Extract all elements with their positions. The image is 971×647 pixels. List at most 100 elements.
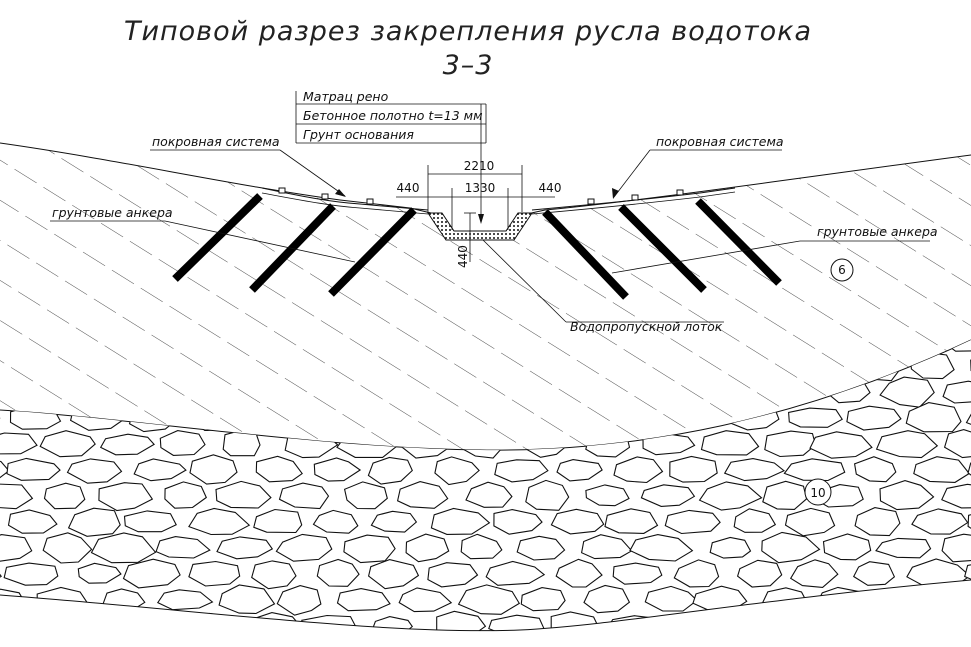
rock-stone (251, 560, 297, 590)
rock-stone (965, 613, 971, 631)
rock-stone (372, 616, 414, 631)
rock-stone (784, 507, 836, 537)
rock-stone (520, 587, 566, 612)
rock-stone (255, 455, 303, 483)
rock-stone (516, 535, 566, 561)
rock-stone (0, 610, 5, 631)
rock-stone (709, 536, 752, 559)
dim-depth: 440 (456, 245, 470, 268)
label-anchors-right: грунтовые анкера (817, 224, 938, 239)
rock-stone (913, 456, 971, 483)
rock-stone (436, 610, 487, 631)
rock-stone (434, 456, 480, 486)
callout-anchors-left: грунтовые анкера (50, 205, 356, 263)
rock-stone (430, 507, 491, 535)
rock-stone (278, 482, 330, 510)
rock-stone (822, 533, 872, 561)
rock-stone (189, 454, 238, 485)
rock-stone (275, 533, 333, 562)
cover-system-right (531, 187, 736, 211)
label-concrete-cloth: Бетонное полотно t=13 мм (303, 108, 483, 123)
rock-stone (733, 508, 777, 533)
rock-stone (494, 459, 549, 483)
rock-stone (312, 509, 359, 534)
mattress-ties (278, 187, 684, 205)
rock-stone (66, 458, 123, 484)
rock-stone (251, 612, 303, 631)
rock-stone (941, 483, 971, 509)
rock-stone (789, 559, 839, 588)
rock-stone (90, 532, 157, 564)
rock-stone (664, 509, 721, 535)
rock-stone (550, 508, 605, 535)
section-mark: 3–3 (443, 50, 494, 81)
label-mattress: Матрац рено (303, 89, 389, 104)
rock-stone (583, 584, 631, 614)
rock-stone (525, 479, 570, 511)
rock-stone (726, 611, 777, 631)
rock-stone (6, 457, 61, 481)
cover-system-left (261, 187, 429, 211)
ground-anchors-left (172, 193, 417, 297)
callout-rock-layer: 10 (804, 478, 832, 506)
rock-stone (396, 481, 449, 509)
rock-stone (642, 433, 696, 456)
rock-stone (967, 453, 971, 483)
rock-stone (102, 588, 146, 612)
rock-bottom-boundary (0, 579, 971, 632)
rock-stone (967, 507, 971, 535)
rock-stone (99, 433, 155, 456)
rock-stone (39, 430, 96, 458)
soil-layer-number: 6 (838, 263, 846, 277)
rock-stone (188, 507, 251, 536)
rock-stone (188, 560, 241, 587)
rock-stone (301, 614, 358, 631)
rock-stone (218, 584, 276, 615)
rock-stone (580, 534, 633, 560)
rock-stone (848, 613, 900, 631)
rock-stone (613, 456, 664, 484)
callout-cover-right: покровная система (612, 134, 784, 199)
rock-stone (788, 407, 843, 428)
rock-stone (941, 533, 971, 563)
rock-stone (644, 585, 698, 612)
rock-stone (964, 561, 971, 585)
rock-stone (67, 507, 121, 537)
rock-stone (673, 559, 720, 588)
callout-soil-layer: 6 (830, 258, 854, 282)
rock-stone (159, 430, 206, 456)
rock-stone (905, 402, 962, 433)
rock-stone (43, 482, 86, 510)
rock-stone (629, 534, 694, 562)
rock-stone (192, 612, 236, 631)
rock-stone (276, 585, 322, 616)
label-cover-right: покровная система (656, 134, 784, 149)
label-cover-left: покровная система (152, 134, 280, 149)
rock-stone (405, 533, 450, 563)
rock-stone (460, 533, 503, 560)
rock-stone (3, 562, 59, 586)
rock-stone (604, 508, 659, 534)
rock-stone (852, 561, 896, 586)
rock-stone (911, 508, 969, 535)
rock-stone (122, 558, 181, 589)
rock-stone (0, 561, 2, 586)
label-base-soil: Грунт основания (303, 127, 414, 142)
rock-stone (42, 532, 93, 564)
rock-stone (123, 510, 177, 533)
dim-right-berm: 440 (539, 181, 562, 195)
cover-system-right-underlay (531, 191, 736, 215)
rock-stone (809, 431, 873, 459)
rock-stone (585, 484, 630, 507)
rock-stone (550, 611, 600, 631)
rock-stone (488, 614, 545, 631)
rock-stone (556, 459, 603, 482)
callout-anchors-right: грунтовые анкера (611, 224, 938, 274)
rock-stone (879, 480, 935, 511)
rock-stone (367, 559, 420, 590)
ground-anchors-right (542, 198, 782, 300)
rock-stone (215, 480, 272, 509)
dimension-lines: 2210 1330 440 440 440 (396, 159, 561, 268)
rock-stone (944, 585, 971, 613)
rock-stone (123, 613, 183, 631)
